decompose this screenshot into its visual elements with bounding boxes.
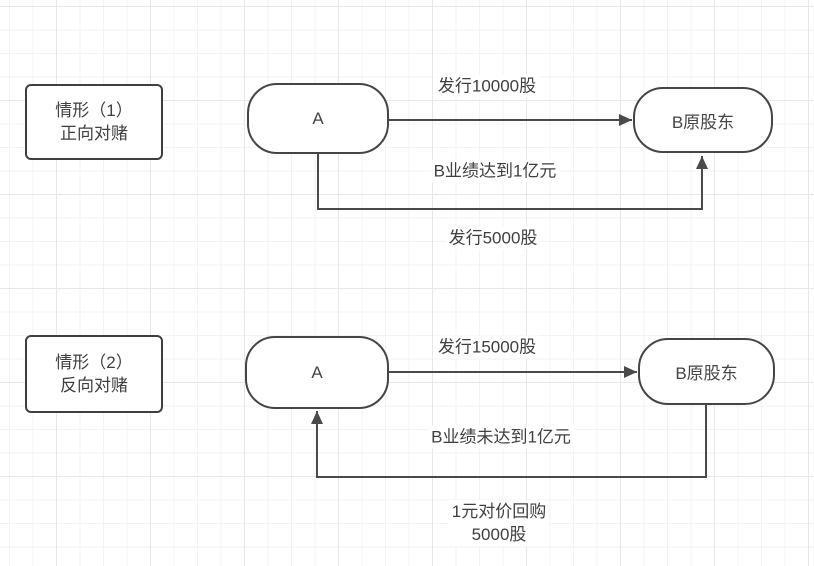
scenario-2-label-repurchase-line2: 5000股 [471, 525, 527, 544]
scenario-2-label-repurchase: 1元对价回购 5000股 [448, 500, 550, 546]
scenario-1-caption-box[interactable]: 情形（1） 正向对赌 [25, 84, 163, 160]
scenario-1-label-return-issue: 发行5000股 [445, 226, 541, 250]
scenario-1-label-condition: B业绩达到1亿元 [430, 159, 560, 183]
scenario-2-label-repurchase-line1: 1元对价回购 [451, 502, 547, 521]
connector-condition-return-1[interactable] [317, 153, 708, 210]
scenario-1-label-issue-shares: 发行10000股 [434, 74, 540, 98]
scenario-2-label-condition: B业绩未达到1亿元 [428, 425, 574, 449]
scenario-2-caption-line2: 反向对赌 [60, 376, 128, 395]
scenario-2-label-issue-shares: 发行15000股 [434, 335, 540, 359]
scenario-2-node-b[interactable]: B原股东 [638, 338, 775, 405]
scenario-1-node-b[interactable]: B原股东 [633, 87, 773, 153]
scenario-1-node-a[interactable]: A [247, 83, 389, 154]
scenario-2-caption-line1: 情形（2） [55, 353, 133, 372]
scenario-1-caption-line1: 情形（1） [55, 101, 133, 120]
scenario-2-node-a[interactable]: A [245, 336, 389, 409]
scenario-1-caption-line2: 正向对赌 [60, 124, 128, 143]
connector-repurchase-return-2[interactable] [311, 404, 707, 478]
scenario-2-caption-box[interactable]: 情形（2） 反向对赌 [25, 335, 163, 413]
